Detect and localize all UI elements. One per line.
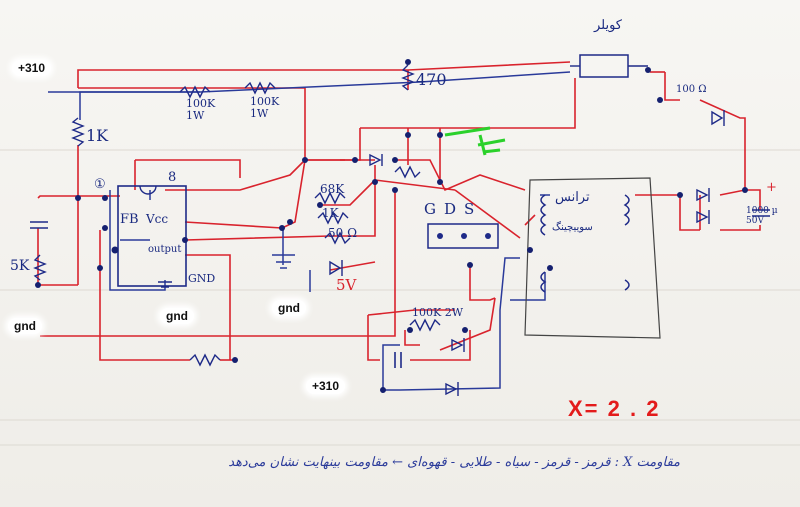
resistor-1k: [71, 117, 85, 147]
resistor-50: [324, 231, 351, 245]
label-1k: 1K: [86, 126, 109, 145]
diode-top: [369, 153, 383, 167]
transformer: [524, 177, 661, 339]
zener-right: [711, 110, 725, 126]
label-plus310-top: +310: [12, 60, 52, 76]
blue-wires: [48, 71, 571, 391]
footnote: مقاومت X : قرمز - قرمز - سیاه - طلایی - …: [228, 455, 680, 470]
label-5k: 5K: [10, 258, 30, 274]
relay: [570, 54, 648, 78]
label-gnd-middle: gnd: [160, 308, 194, 324]
capacitor-left: [30, 221, 48, 229]
label-470: 470: [416, 70, 447, 89]
resistor-pot: [394, 165, 421, 179]
label-fb: FB: [120, 212, 139, 227]
x-value: X= 2 . 2: [568, 396, 661, 421]
label-gnd-left: gnd: [8, 318, 42, 334]
diodes: [329, 110, 725, 396]
label-vcc: Vcc: [146, 212, 169, 226]
ground-icon: [158, 281, 172, 288]
label-output: output: [148, 244, 182, 255]
label-100k-2w: 100K 2W: [412, 306, 464, 319]
label-pin1: ①: [94, 177, 106, 192]
resistor-100k-a: [179, 85, 211, 99]
resistors: [33, 64, 441, 367]
label-pin8: 8: [168, 170, 177, 185]
resistor-470: [401, 64, 415, 91]
label-switching: سوییچینگ: [552, 222, 593, 233]
label-transformer: ترانس: [555, 190, 590, 205]
diode-bottom: [445, 382, 459, 396]
label-1k-b: 1K: [322, 206, 339, 220]
ground-symbol-green: [444, 126, 506, 156]
label-gnd-right: gnd: [272, 300, 306, 316]
diode-zener-small: [329, 260, 343, 276]
label-50-ohm: 50 Ω: [328, 226, 358, 240]
label-5v: 5V: [336, 276, 357, 294]
resistor-100k-b: [244, 81, 276, 95]
label-plus310-bottom: +310: [306, 378, 346, 394]
resistor-68k: [314, 191, 346, 205]
resistor-5k: [33, 254, 47, 281]
mosfet-package: [427, 223, 499, 249]
capacitor-bottom: [394, 352, 402, 368]
label-68k: 68K: [320, 182, 345, 196]
diode-2w: [451, 338, 465, 352]
label-relay: کویلر: [594, 18, 622, 33]
capacitors: [30, 209, 770, 368]
resistor-100k-2w: [409, 318, 441, 332]
resistor-1k-b: [317, 211, 349, 225]
label-gds: GDS: [424, 200, 483, 218]
label-plus-output: +: [766, 180, 777, 195]
bridge-diode-2: [696, 210, 710, 224]
ic-chip: [117, 185, 187, 287]
junction-dots: [35, 59, 748, 393]
capacitor-output: [752, 209, 770, 217]
resistor-bottom: [189, 353, 221, 367]
bridge-diode-1: [696, 188, 710, 202]
label-100-ohm: 100 Ω: [676, 84, 707, 95]
label-gnd-pin: GND: [188, 272, 216, 285]
